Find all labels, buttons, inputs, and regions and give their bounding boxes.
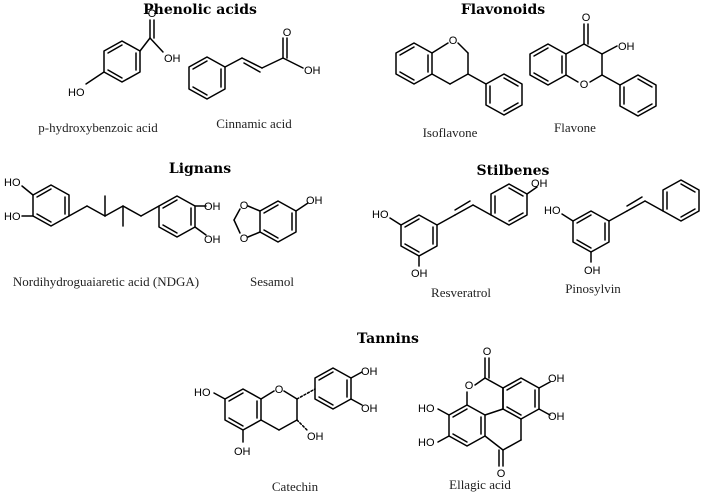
atom-o-carbonyl: O: [283, 27, 292, 39]
atom-oh-acid: OH: [304, 65, 321, 77]
structure-cinnamic-acid: [188, 37, 304, 100]
atom-ho: HO: [372, 209, 389, 221]
atom-o-carbonyl: O: [483, 346, 492, 358]
atom-oh: OH: [618, 41, 635, 53]
atom-o-ring: O: [240, 233, 249, 245]
atom-ho: HO: [544, 205, 561, 217]
label-ellagic-acid: Ellagic acid: [449, 477, 511, 492]
label-ndga: Nordihydroguaiaretic acid (NDGA): [13, 274, 199, 289]
atom-o-ring: O: [580, 79, 589, 91]
atom-oh: OH: [307, 431, 324, 443]
atom-oh-acid: OH: [164, 53, 181, 65]
heading-stilbenes: Stilbenes: [477, 163, 550, 179]
atom-oh: OH: [531, 178, 548, 190]
structure-ellagic-acid: [437, 357, 551, 467]
structure-sesamol: [233, 200, 309, 243]
atom-o-ring: O: [275, 384, 284, 396]
structure-flavone: [529, 23, 657, 117]
heading-flavonoids: Flavonoids: [461, 2, 545, 18]
structure-ndga: [21, 184, 207, 238]
atom-oh: OH: [361, 403, 378, 415]
atom-o-carbonyl: O: [497, 468, 506, 480]
atom-o-carbonyl: O: [582, 12, 591, 24]
structure-p-hydroxybenzoic-acid: [85, 19, 164, 85]
heading-phenolic-acids: Phenolic acids: [143, 2, 257, 18]
atom-oh: OH: [234, 446, 251, 458]
atom-oh: OH: [411, 268, 428, 280]
heading-tannins: Tannins: [357, 331, 419, 347]
label-p-hydroxybenzoic-acid: p-hydroxybenzoic acid: [38, 120, 158, 135]
label-isoflavone: Isoflavone: [423, 125, 478, 140]
atom-oh: OH: [306, 195, 323, 207]
atom-o-ring: O: [449, 35, 458, 47]
atom-ho: HO: [4, 177, 21, 189]
atom-ho-phenol: HO: [68, 87, 85, 99]
atom-o-ring: O: [465, 380, 474, 392]
atom-o-carbonyl: O: [148, 8, 157, 20]
atom-oh: OH: [204, 234, 221, 246]
atom-ho: HO: [4, 211, 21, 223]
atom-oh: OH: [548, 373, 565, 385]
atom-oh: OH: [584, 265, 601, 277]
atom-o-ring: O: [240, 200, 249, 212]
atom-ho: HO: [418, 437, 435, 449]
label-flavone: Flavone: [554, 120, 596, 135]
structure-catechin: [213, 367, 363, 443]
structure-isoflavone: [395, 42, 523, 116]
label-pinosylvin: Pinosylvin: [565, 281, 621, 296]
structure-pinosylvin: [561, 179, 700, 263]
heading-lignans: Lignans: [169, 161, 231, 177]
label-catechin: Catechin: [272, 479, 319, 494]
atom-ho: HO: [418, 403, 435, 415]
atom-ho: HO: [194, 387, 211, 399]
atom-oh: OH: [204, 201, 221, 213]
atom-oh: OH: [548, 411, 565, 423]
label-resveratrol: Resveratrol: [431, 285, 491, 300]
atom-oh: OH: [361, 366, 378, 378]
structure-resveratrol: [389, 183, 538, 267]
label-sesamol: Sesamol: [250, 274, 294, 289]
label-cinnamic-acid: Cinnamic acid: [216, 116, 292, 131]
